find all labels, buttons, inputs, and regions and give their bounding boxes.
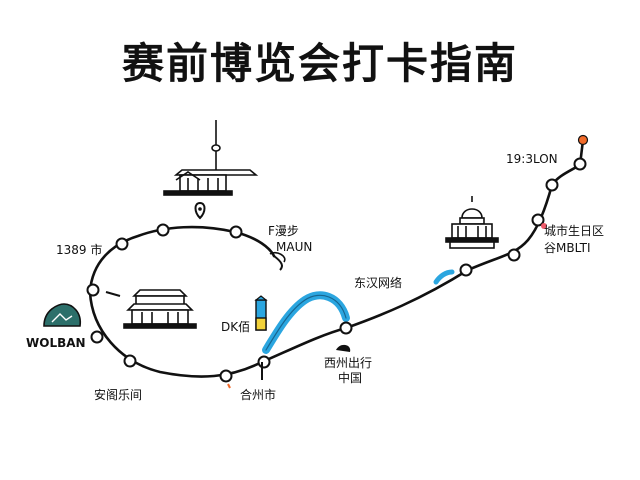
label-dk: DK佰 xyxy=(221,320,251,334)
station-node[interactable] xyxy=(123,354,137,368)
label-top-left-station: 1389 市 xyxy=(56,243,103,257)
station-node[interactable] xyxy=(531,213,545,227)
station-node[interactable] xyxy=(257,355,271,369)
connector-stub xyxy=(273,255,283,271)
station-node[interactable] xyxy=(219,369,233,383)
tv-tower-landmark xyxy=(163,120,259,196)
page-title: 赛前博览会打卡指南 xyxy=(121,39,518,88)
river-outline xyxy=(265,294,347,351)
map-pin-icon[interactable] xyxy=(194,201,206,220)
label-bottom-center-station: 合州市 xyxy=(240,388,277,402)
station-node[interactable] xyxy=(86,283,100,297)
label-bottom-left-station: 安阁乐间 xyxy=(94,388,143,402)
orange-endpoint-icon[interactable] xyxy=(577,134,589,146)
pink-accent-dot xyxy=(541,223,547,229)
station-node[interactable] xyxy=(156,223,170,237)
label-city-station-2: 谷MBLTI xyxy=(544,241,591,255)
connector-stub xyxy=(227,383,231,389)
river-branch xyxy=(433,269,455,285)
station-node[interactable] xyxy=(573,157,587,171)
station-node[interactable] xyxy=(459,263,473,277)
label-west-exit-2: 中国 xyxy=(338,371,363,385)
station-node[interactable] xyxy=(507,248,521,262)
marker-pencil-icon xyxy=(254,295,268,331)
station-node[interactable] xyxy=(229,225,243,239)
connector-stub xyxy=(105,291,121,297)
station-node[interactable] xyxy=(339,321,353,335)
lake-icon xyxy=(43,303,82,327)
label-top-right-2: MAUN xyxy=(276,240,313,254)
palace-gate-landmark xyxy=(123,289,197,329)
location-blob-icon xyxy=(336,344,351,352)
squiggle-mark xyxy=(269,251,286,263)
station-node[interactable] xyxy=(90,330,104,344)
label-middle-station: 东汉网络 xyxy=(354,276,403,290)
station-node[interactable] xyxy=(115,237,129,251)
label-top-right-1: F漫步 xyxy=(268,224,299,238)
label-west-exit-1: 西州出行 xyxy=(324,356,373,370)
label-wolban: WOLBAN xyxy=(26,336,86,350)
domed-capitol-landmark xyxy=(445,196,499,249)
label-city-station-1: 城市生日区 xyxy=(544,224,605,238)
label-east-time: 19:3LON xyxy=(506,152,558,166)
station-node[interactable] xyxy=(545,178,559,192)
